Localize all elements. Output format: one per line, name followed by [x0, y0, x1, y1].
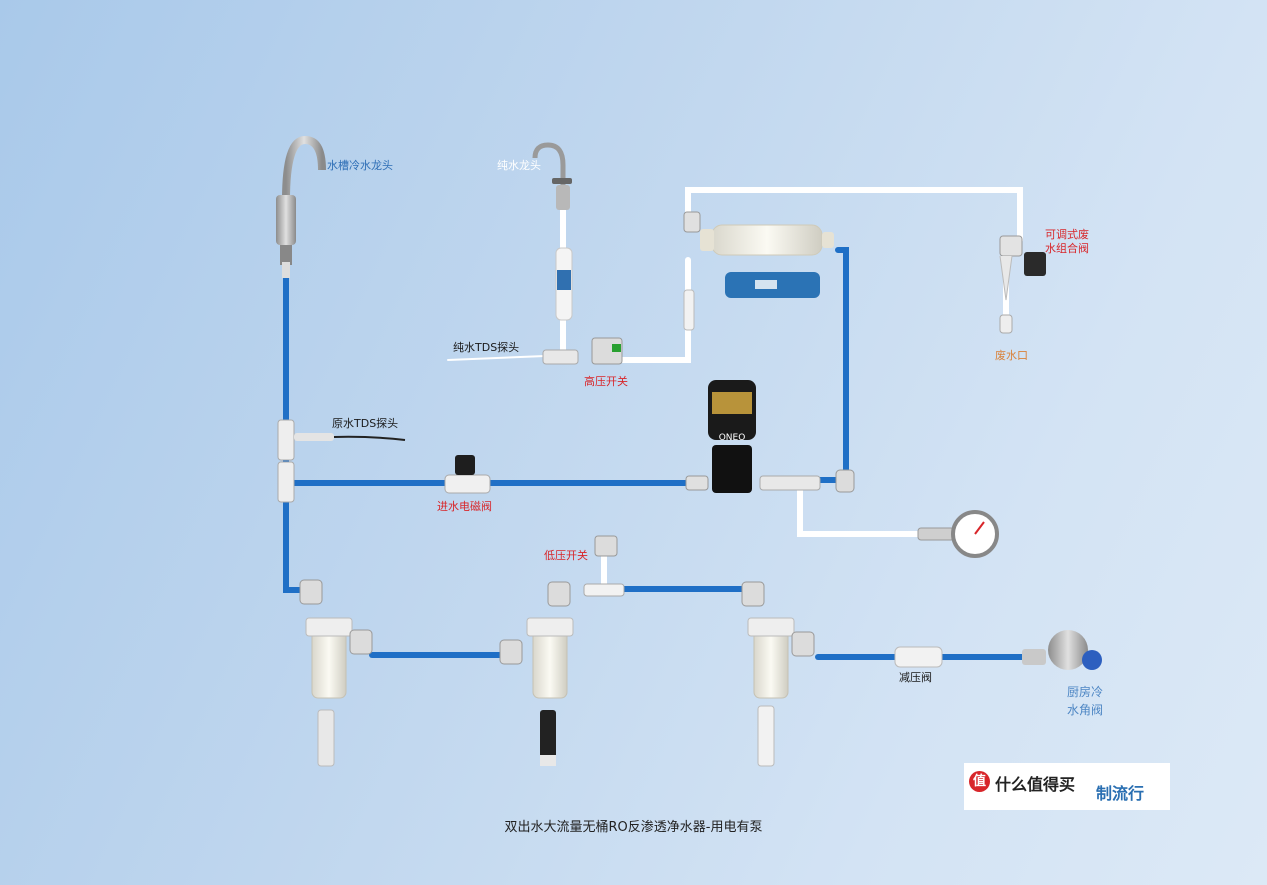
- raw-tds-tee-icon: [277, 419, 295, 461]
- raw-tds-probe-icon: [294, 433, 334, 441]
- label-pressure-reducer: 减压阀: [899, 671, 932, 684]
- logo-partner: 制流行: [1096, 784, 1145, 803]
- ro-membrane-icon: [725, 272, 820, 298]
- low-pressure-switch-icon: [583, 535, 625, 597]
- pure-faucet-icon: [532, 142, 572, 210]
- inlet-solenoid-icon: [444, 455, 491, 494]
- pipe-faucet-down: [283, 275, 303, 593]
- label-waste-outlet: 废水口: [995, 349, 1028, 362]
- angle-valve-icon: [1022, 630, 1102, 670]
- sink-faucet-icon: [276, 135, 326, 278]
- label-pure-faucet: 纯水龙头: [497, 159, 541, 172]
- pipe-waste-loop: [685, 187, 1023, 243]
- fitting-icon: [683, 289, 695, 331]
- fitting-icon: [685, 475, 709, 491]
- label-waste-valve-1: 可调式废: [1045, 228, 1089, 241]
- pp-cartridge-3-icon: [757, 705, 775, 767]
- watermark-logo: 值 什么值得买 制流行: [964, 763, 1170, 810]
- raw-tds-cable-icon: [333, 435, 406, 441]
- pipe-pure-tds-wire: [447, 355, 546, 361]
- high-pressure-switch-icon: [591, 337, 623, 365]
- fitting-icon: [683, 211, 701, 233]
- label-raw-tds: 原水TDS探头: [332, 417, 399, 430]
- pressure-gauge-icon: [917, 510, 999, 558]
- diagram-title: 双出水大流量无桶RO反渗透净水器-用电有泵: [504, 820, 763, 835]
- pipe-gauge: [797, 487, 923, 537]
- label-angle-valve-1: 厨房冷: [1067, 685, 1104, 699]
- label-sink-faucet: 水槽冷水龙头: [327, 159, 393, 172]
- filter-housing-3-icon: [747, 617, 795, 699]
- label-low-pressure-switch: 低压开关: [544, 549, 588, 562]
- tee-fitting-icon: [277, 461, 295, 503]
- label-high-pressure-switch: 高压开关: [584, 375, 628, 388]
- waste-valve-icon: [999, 235, 1046, 334]
- pipe-pure-out: [617, 257, 691, 363]
- logo-brand: 什么值得买: [995, 775, 1076, 794]
- pressure-reducer-icon: [894, 646, 943, 668]
- logo-badge: 值: [969, 771, 990, 792]
- pump-brand-text: ONEO: [719, 433, 746, 443]
- fitting-icon: [759, 475, 821, 491]
- label-pure-tds: 纯水TDS探头: [453, 341, 520, 354]
- pure-tds-tee-icon: [542, 349, 579, 365]
- carbon-cartridge-icon: [540, 710, 556, 766]
- booster-pump-icon: ONEO: [708, 380, 756, 493]
- ro-membrane-housing-icon: [700, 224, 834, 256]
- elbow-fittings-icon: [299, 469, 855, 665]
- blue-pipes: [283, 247, 1025, 660]
- filter-housing-1-icon: [305, 617, 353, 699]
- pipe-pump-membrane: [817, 247, 849, 483]
- filter-housing-2-icon: [526, 617, 574, 699]
- post-filter-label-icon: [557, 270, 571, 290]
- label-inlet-solenoid: 进水电磁阀: [437, 500, 492, 513]
- pp-cartridge-icon: [317, 709, 335, 767]
- label-angle-valve-2: 水角阀: [1067, 703, 1104, 717]
- label-waste-valve-2: 水组合阀: [1045, 242, 1089, 255]
